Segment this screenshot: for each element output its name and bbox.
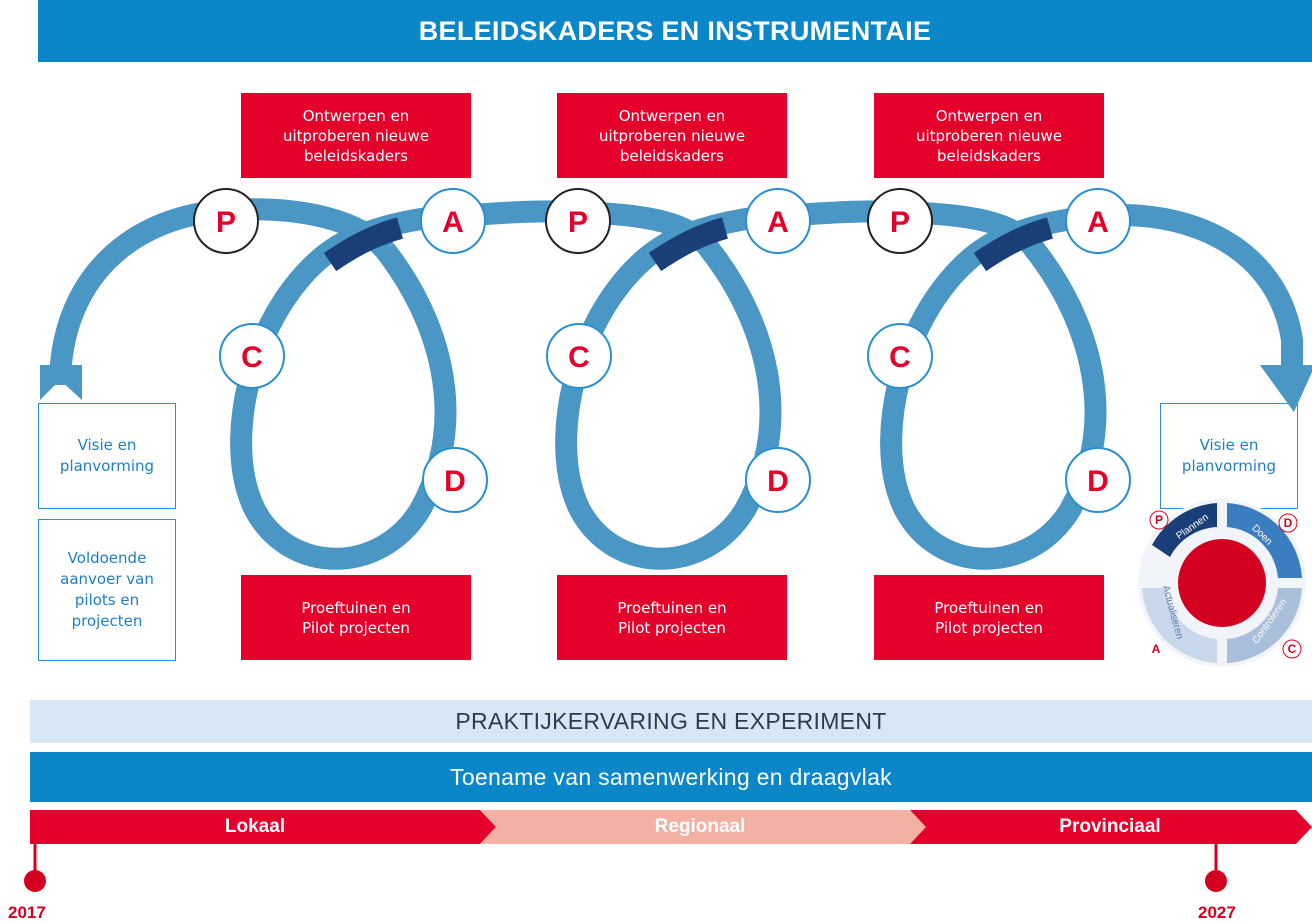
timeline-pins — [24, 844, 1227, 892]
wheel-letter-a: A — [1152, 642, 1161, 656]
marker-d2 — [745, 447, 811, 513]
overlap-3 — [973, 217, 1054, 272]
exit-arc — [1119, 204, 1303, 370]
wheel-seg-act — [1142, 588, 1217, 663]
wheel-letter-c: C — [1288, 642, 1297, 656]
marker-p3 — [867, 188, 933, 254]
end-year: 2027 — [1198, 903, 1236, 922]
letter-a1: A — [442, 206, 464, 239]
letter-c3: C — [889, 341, 911, 374]
wheel-seg-check — [1227, 588, 1302, 663]
letter-a3: A — [1087, 206, 1109, 239]
letter-p1: P — [216, 206, 236, 239]
timeline-arrows — [30, 810, 1312, 844]
letter-c2: C — [568, 341, 590, 374]
overlap-1 — [323, 217, 404, 272]
wheel-seg-do — [1227, 503, 1302, 578]
cycle-markers — [193, 188, 1131, 513]
letter-p3: P — [890, 206, 910, 239]
marker-c3 — [867, 323, 933, 389]
start-pin — [24, 870, 46, 892]
wheel-letter-p: P — [1155, 513, 1163, 527]
end-pin — [1205, 870, 1227, 892]
entry-tail — [40, 365, 82, 400]
marker-c1 — [219, 323, 285, 389]
experience-band: PRAKTIJKERVARING EN EXPERIMENT — [30, 700, 1312, 743]
stage-provinciaal: Provinciaal — [1059, 816, 1161, 837]
cooperation-band: Toename van samenwerking en draagvlak — [30, 752, 1312, 802]
letter-p2: P — [568, 206, 588, 239]
letter-d1: D — [444, 465, 466, 498]
start-year: 2017 — [8, 903, 46, 922]
wheel-seg-plan — [1152, 503, 1217, 557]
main-title: BELEIDSKADERS EN INSTRUMENTAIE — [38, 0, 1312, 62]
letter-c1: C — [241, 341, 263, 374]
letter-a2: A — [767, 206, 789, 239]
marker-c2 — [546, 323, 612, 389]
marker-a2 — [745, 188, 811, 254]
stage-lokaal-arrow — [30, 810, 496, 844]
stage-regionaal: Regionaal — [654, 816, 746, 837]
marker-p2 — [545, 188, 611, 254]
pdca-wheel: Plannen Doen Controleren Actualiseren P … — [1138, 499, 1306, 667]
marker-p1 — [193, 188, 259, 254]
stage-lokaal: Lokaal — [224, 816, 286, 837]
loop-1 — [230, 204, 471, 570]
marker-a3 — [1065, 188, 1131, 254]
marker-d1 — [422, 447, 488, 513]
marker-d3 — [1065, 447, 1131, 513]
wheel-letter-d: D — [1284, 516, 1293, 530]
stage-provinciaal-arrow — [910, 810, 1312, 844]
letter-d2: D — [767, 465, 789, 498]
stage-regionaal-arrow — [480, 810, 926, 844]
marker-a1 — [420, 188, 486, 254]
letter-d3: D — [1087, 465, 1109, 498]
exit-arrowhead-left — [1260, 365, 1294, 412]
overlap-2 — [648, 217, 729, 272]
